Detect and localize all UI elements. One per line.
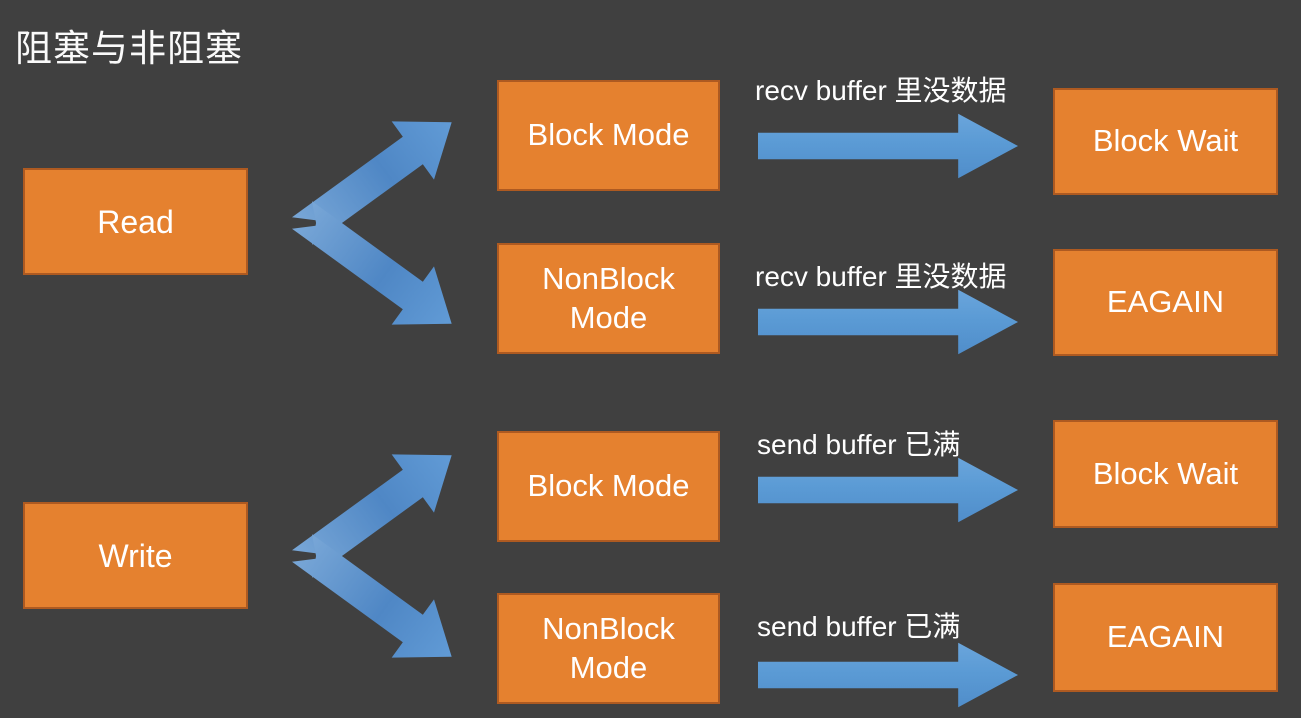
- condition-label: recv buffer 里没数据: [755, 261, 1007, 292]
- mode-box: Block Mode: [497, 80, 720, 191]
- split-arrow-down-icon: [292, 201, 452, 325]
- read-source-label: Read: [97, 203, 174, 240]
- mode-label: Block Mode: [527, 117, 690, 153]
- mode-label: Block Mode: [527, 468, 690, 504]
- write-source-label: Write: [98, 537, 173, 574]
- mode-box: NonBlock Mode: [497, 243, 720, 354]
- result-label: Block Wait: [1092, 455, 1239, 491]
- mode-label: NonBlock Mode: [542, 610, 675, 685]
- result-box: EAGAIN: [1053, 249, 1278, 356]
- write-source-box: Write: [23, 502, 248, 609]
- arrow-right-icon: [758, 642, 1018, 708]
- condition-label: send buffer 已满: [757, 611, 961, 642]
- mode-box: NonBlock Mode: [497, 593, 720, 704]
- result-box: EAGAIN: [1053, 583, 1278, 692]
- result-box: Block Wait: [1053, 88, 1278, 195]
- mode-label: NonBlock Mode: [542, 260, 675, 335]
- result-label: Block Wait: [1092, 123, 1239, 159]
- condition-label: recv buffer 里没数据: [755, 75, 1007, 106]
- result-label: EAGAIN: [1106, 284, 1225, 320]
- split-arrow-down-icon: [292, 534, 452, 658]
- result-box: Block Wait: [1053, 420, 1278, 528]
- arrow-right-icon: [758, 113, 1018, 179]
- page-title: 阻塞与非阻塞: [15, 28, 243, 69]
- write-split-arrows: [292, 454, 452, 658]
- result-label: EAGAIN: [1106, 619, 1225, 655]
- read-split-arrows: [292, 121, 452, 325]
- condition-label: send buffer 已满: [757, 429, 961, 460]
- mode-box: Block Mode: [497, 431, 720, 542]
- arrow-right-icon: [758, 289, 1018, 355]
- split-arrow-up-icon: [292, 121, 452, 245]
- arrow-right-icon: [758, 457, 1018, 523]
- split-arrow-up-icon: [292, 454, 452, 578]
- read-source-box: Read: [23, 168, 248, 275]
